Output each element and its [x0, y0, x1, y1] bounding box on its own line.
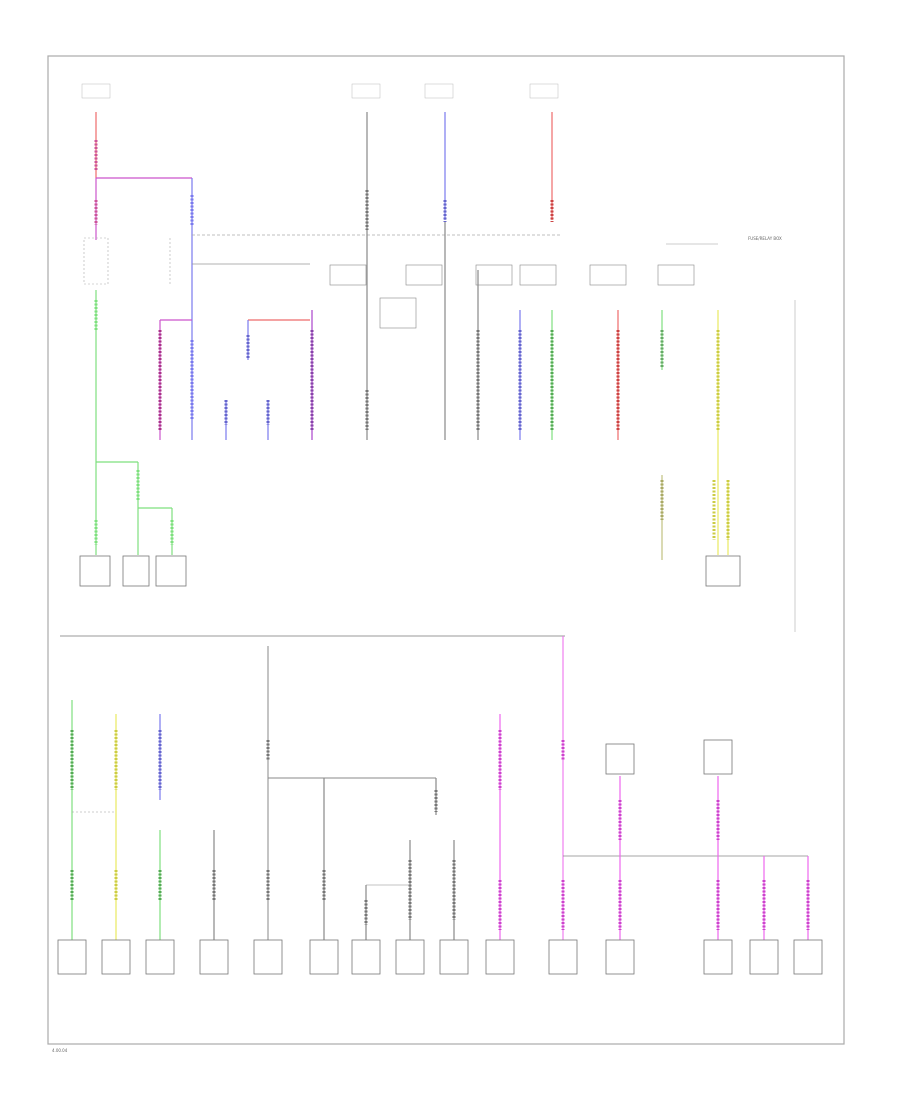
diagram-frame: [47, 55, 845, 1045]
component-box-2: [122, 555, 150, 587]
component-box-right: [705, 555, 741, 587]
fuse-row: [329, 264, 695, 286]
component-box-1: [79, 555, 111, 587]
fuse-relay-box-label: FUSE/RELAY BOX: [748, 236, 782, 241]
relay-box-2: [379, 297, 417, 329]
footer-code: 4.00.04: [52, 1048, 68, 1053]
top-connectors: [81, 83, 559, 99]
component-box-3: [155, 555, 187, 587]
relay-box-1: [83, 237, 109, 285]
lower-components: [57, 739, 823, 975]
